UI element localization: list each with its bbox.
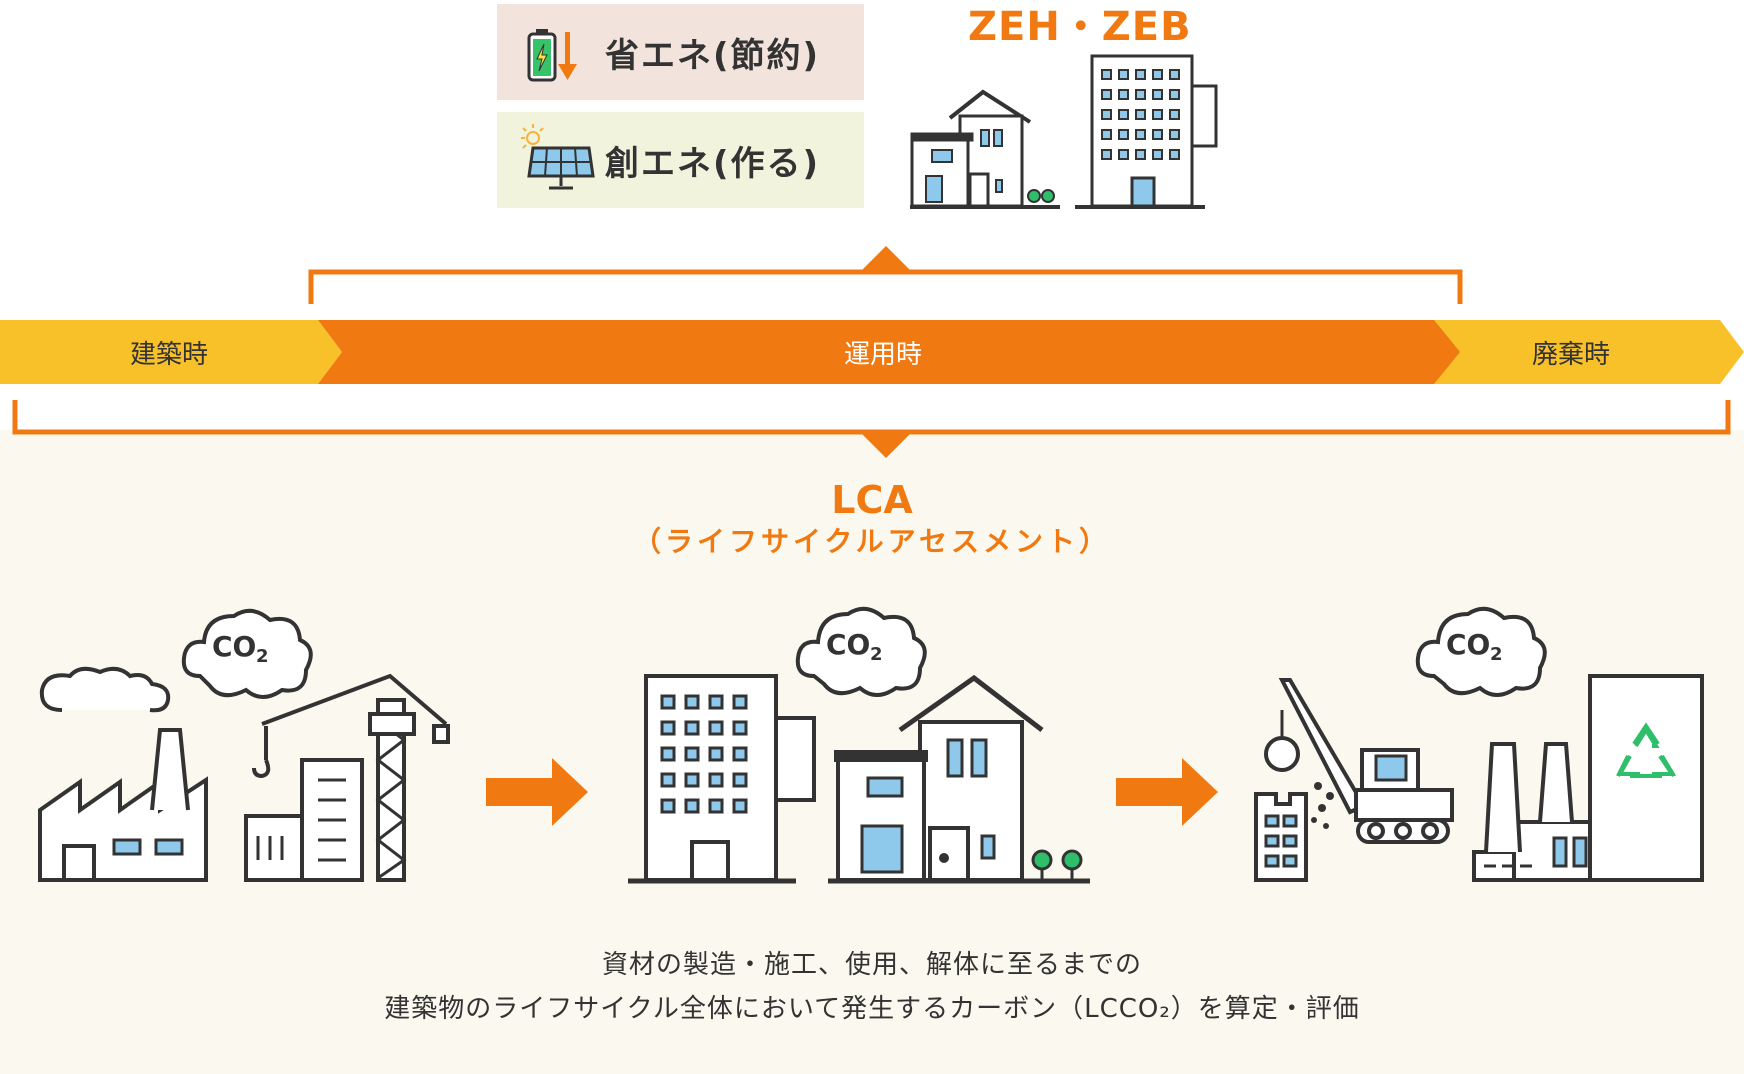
co2-cloud-operation: CO 2 xyxy=(795,606,927,697)
description-line-1: 資材の製造・施工、使用、解体に至るまでの xyxy=(601,950,1142,980)
co2-cloud-construction: CO 2 xyxy=(181,608,313,699)
description-line-2: 建築物のライフサイクル全体において発生するカーボン（LCCO₂）を算定・評価 xyxy=(384,994,1360,1024)
operation-phase-segment xyxy=(318,320,1460,384)
solar-panel-icon xyxy=(521,124,595,190)
battery-down-icon xyxy=(527,29,577,82)
co2-cloud-disposal: CO 2 xyxy=(1415,606,1547,697)
zeb-office-icon xyxy=(1075,54,1218,209)
house-icon xyxy=(828,674,1090,884)
save-energy-label: 省エネ(節約) xyxy=(605,35,821,76)
save-energy-pill: 省エネ(節約) xyxy=(497,4,864,100)
flow-arrow-1 xyxy=(486,758,588,826)
co2-label: CO xyxy=(212,630,256,663)
phase-disposal-label: 廃棄時 xyxy=(1532,340,1611,370)
timeline-bar xyxy=(0,320,1744,384)
phase-operation-label: 運用時 xyxy=(844,340,923,370)
office-building-icon xyxy=(628,674,816,884)
demolition-machine-icon xyxy=(1254,678,1454,882)
factory-icon xyxy=(38,666,208,882)
lca-bracket xyxy=(12,400,1731,458)
lca-title: LCA xyxy=(831,478,913,522)
zeh-zeb-title: ZEH・ZEB xyxy=(968,4,1192,50)
recycle-plant-icon xyxy=(1472,674,1704,882)
co2-subscript: 2 xyxy=(870,644,883,665)
construction-phase-segment xyxy=(0,320,342,384)
flow-arrow-2 xyxy=(1116,758,1218,826)
crane-icon xyxy=(244,673,450,882)
co2-subscript: 2 xyxy=(1490,644,1503,665)
co2-label: CO xyxy=(1446,628,1490,661)
lca-subtitle: （ライフサイクルアセスメント） xyxy=(632,525,1112,558)
co2-label: CO xyxy=(826,628,870,661)
create-energy-label: 創エネ(作る) xyxy=(605,143,821,184)
operation-bracket xyxy=(308,246,1463,304)
co2-subscript: 2 xyxy=(256,646,269,667)
disposal-phase-segment xyxy=(1430,320,1744,384)
zeh-house-icon xyxy=(910,89,1060,209)
create-energy-pill: 創エネ(作る) xyxy=(497,112,864,208)
phase-construction-label: 建築時 xyxy=(130,340,209,370)
